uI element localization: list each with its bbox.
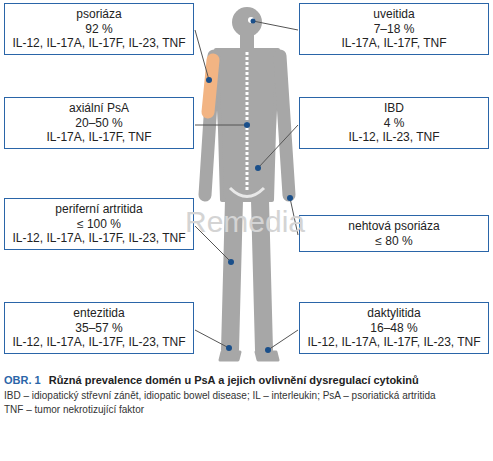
figure-number: OBR. 1 [4,374,41,386]
domain-box: axiální PsA20–50 %IL-17A, IL-17F, TNF [4,97,194,149]
domain-box: uveitida7–18 %IL-17A, IL-17F, TNF [299,3,489,55]
caption: Různá prevalence domén u PsA a jejich ov… [49,374,419,386]
domain-box: entezitida35–57 %IL-12, IL-17A, IL-17F, … [4,302,194,354]
domain-box: nehtová psoriáza≤ 80 % [299,215,489,252]
prevalence-value: 92 % [9,22,189,37]
domain-box: daktylitida16–48 %IL-12, IL-17A, IL-17F,… [299,302,489,354]
cytokine-list: IL-12, IL-17A, IL-17F, IL-23, TNF [304,335,484,350]
prevalence-value: 35–57 % [9,321,189,336]
domain-box: periferní artritida≤ 100 %IL-12, IL-17A,… [4,198,194,250]
prevalence-value: 20–50 % [9,116,189,131]
prevalence-value: 16–48 % [304,321,484,336]
domain-heading: nehtová psoriáza [304,219,484,234]
caption-line: OBR. 1 Různá prevalence domén u PsA a jej… [4,374,489,386]
cytokine-list: IL-17A, IL-17F, TNF [304,36,484,51]
footnote: IBD – idiopatický střevní zánět, idiopat… [4,390,489,403]
cytokine-list: IL-12, IL-17A, IL-17F, IL-23, TNF [9,36,189,51]
watermark: Remedia [185,205,305,239]
domain-heading: entezitida [9,306,189,321]
footnote: TNF – tumor nekrotizující faktor [4,404,489,417]
domain-heading: axiální PsA [9,101,189,116]
domain-heading: IBD [304,101,484,116]
cytokine-list: IL-17A, IL-17F, TNF [9,130,189,145]
prevalence-value: 4 % [304,116,484,131]
prevalence-value: 7–18 % [304,22,484,37]
cytokine-list: IL-12, IL-23, TNF [304,130,484,145]
domain-box: IBD4 %IL-12, IL-23, TNF [299,97,489,149]
prevalence-value: ≤ 80 % [304,234,484,249]
domain-heading: psoriáza [9,7,189,22]
cytokine-list: IL-12, IL-17A, IL-17F, IL-23, TNF [9,335,189,350]
domain-heading: daktylitida [304,306,484,321]
domain-box: psoriáza92 %IL-12, IL-17A, IL-17F, IL-23… [4,3,194,55]
prevalence-value: ≤ 100 % [9,217,189,232]
cytokine-list: IL-12, IL-17A, IL-17F, IL-23, TNF [9,231,189,246]
domain-heading: uveitida [304,7,484,22]
domain-heading: periferní artritida [9,202,189,217]
